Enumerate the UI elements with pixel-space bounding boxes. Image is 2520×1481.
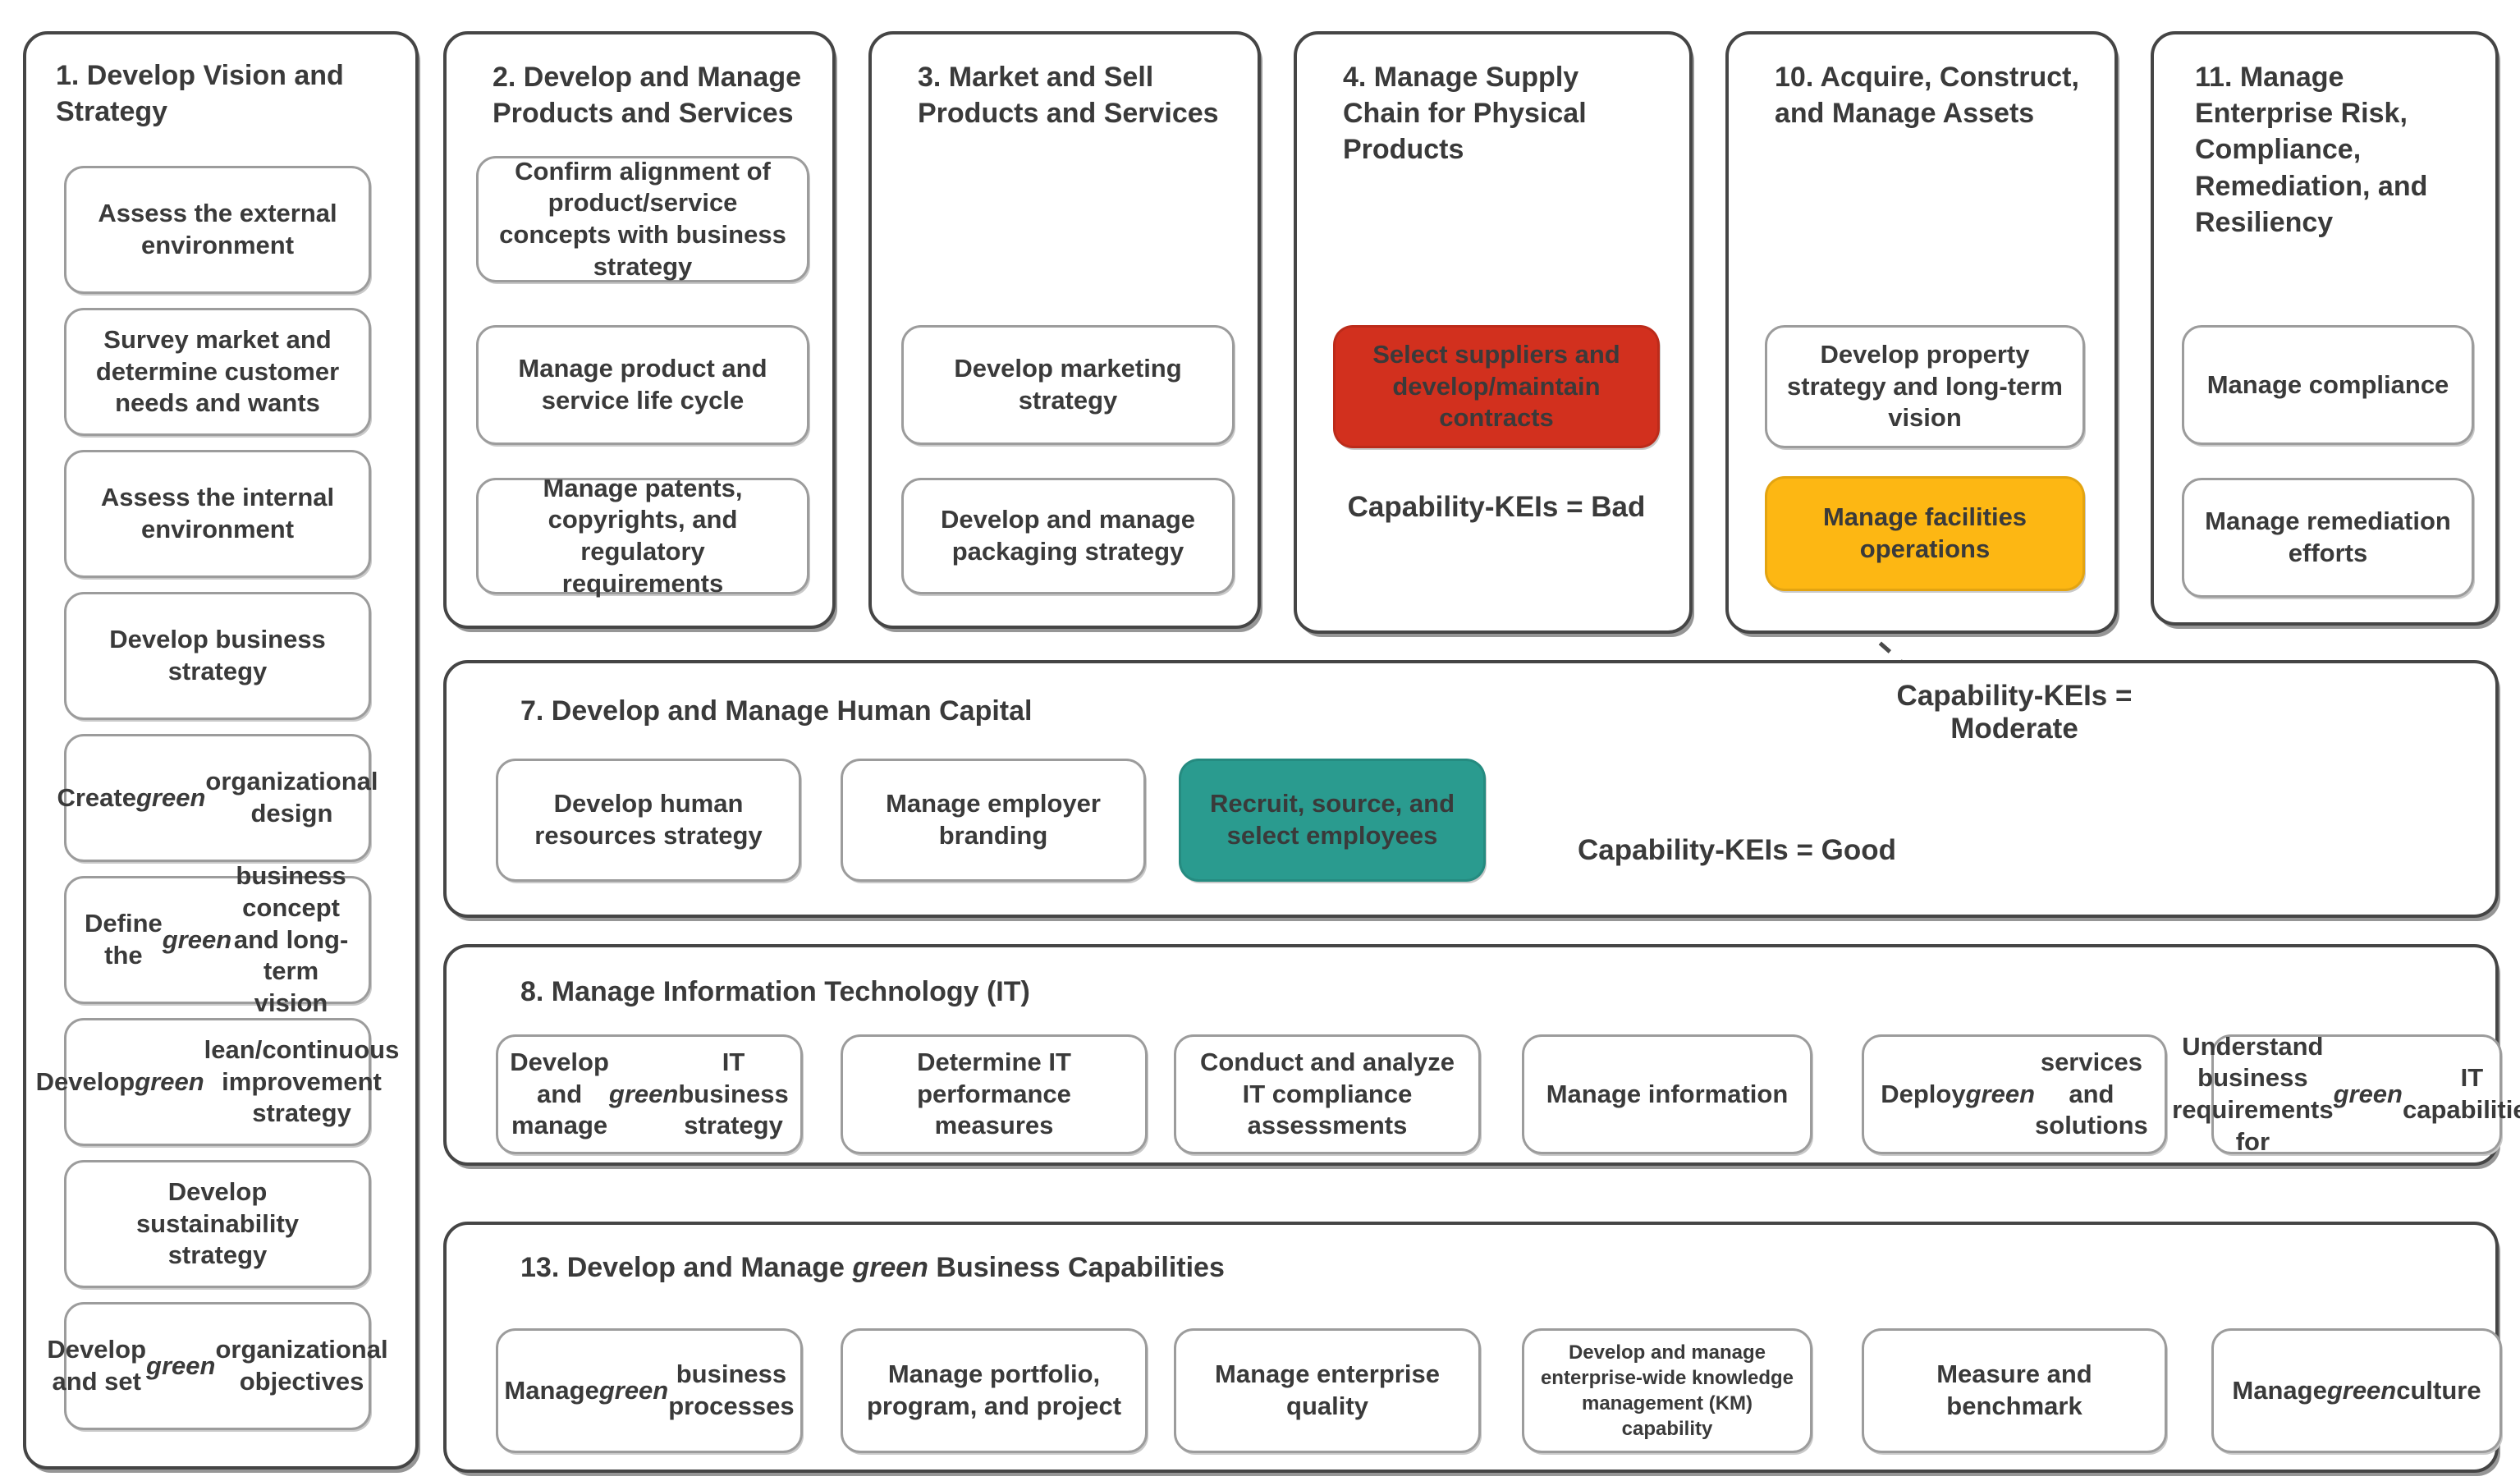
capability-box: Define the green business concept and lo…: [64, 861, 371, 1017]
group-2-develop-and-manage-products-services: 2. Develop and Manage Products and Servi…: [443, 31, 836, 629]
capability-box-bad: Select suppliers and develop/maintain co…: [1333, 325, 1660, 448]
capability-box: Manage employer branding: [841, 759, 1146, 882]
group-title: 13. Develop and Manage green Business Ca…: [520, 1252, 1225, 1283]
group-3-market-and-sell-products-services: 3. Market and Sell Products and Services…: [868, 31, 1261, 629]
group-13-develop-manage-green-business-capabilities: 13. Develop and Manage green Business Ca…: [443, 1222, 2502, 1473]
capability-box: Measure and benchmark: [1862, 1328, 2167, 1453]
capability-box-moderate: Manage facilities operations: [1765, 476, 2085, 591]
capability-box: Determine IT performance measures: [841, 1034, 1148, 1154]
capability-box: Confirm alignment of product/service con…: [476, 156, 809, 282]
group-8-manage-information-technology: 8. Manage Information Technology (IT) De…: [443, 944, 2520, 1166]
group-title: 2. Develop and Manage Products and Servi…: [493, 62, 801, 130]
group-1-develop-vision-and-strategy: 1. Develop Vision and Strategy Assess th…: [23, 31, 419, 1470]
capability-box: Survey market and determine customer nee…: [64, 308, 371, 436]
capability-box: Manage compliance: [2182, 325, 2474, 445]
capability-box: Manage green business processes: [496, 1328, 803, 1453]
group-title: 4. Manage Supply Chain for Physical Prod…: [1343, 62, 1587, 166]
capability-box: Develop sustainability strategy: [64, 1160, 371, 1288]
capability-box: Manage patents, copyrights, and regulato…: [476, 474, 809, 598]
capability-box: Assess the external environment: [64, 166, 371, 294]
capability-box: Develop and set green organizational obj…: [47, 1302, 388, 1430]
capability-box: Develop green lean/continuous improvemen…: [36, 1018, 399, 1146]
capability-box: Develop human resources strategy: [496, 759, 801, 882]
group-7-develop-and-manage-human-capital: 7. Develop and Manage Human Capital Deve…: [443, 660, 2499, 918]
capability-box: Develop marketing strategy: [901, 325, 1235, 445]
capability-box: Manage portfolio, program, and project: [841, 1328, 1148, 1453]
capability-box-good: Recruit, source, and select employees: [1179, 759, 1486, 882]
capability-box: Conduct and analyze IT compliance assess…: [1174, 1034, 1481, 1154]
legend-good-label: Capability-KEIs = Good: [1578, 834, 1896, 866]
group-title: 3. Market and Sell Products and Services: [918, 62, 1219, 130]
capability-box: Manage remediation efforts: [2182, 478, 2474, 598]
capability-box: Manage product and service life cycle: [476, 325, 809, 445]
capability-box: Develop and manage green IT business str…: [496, 1034, 803, 1154]
group-11-manage-enterprise-risk: 11. Manage Enterprise Risk, Compliance, …: [2151, 31, 2499, 626]
legend-moderate-label: Capability-KEIs = Moderate: [1896, 680, 2133, 745]
capability-box: Create green organizational design: [57, 734, 378, 862]
group-4-manage-supply-chain: 4. Manage Supply Chain for Physical Prod…: [1294, 31, 1693, 634]
group-title: 7. Develop and Manage Human Capital: [520, 695, 1033, 727]
capability-box: Develop property strategy and long-term …: [1765, 325, 2085, 448]
capability-box: Deploy green services and solutions: [1862, 1034, 2167, 1154]
capability-box: Understand business requirements for gre…: [2172, 1031, 2520, 1156]
group-10-acquire-construct-manage-assets: 10. Acquire, Construct, and Manage Asset…: [1725, 31, 2118, 634]
capability-box: Manage green culture: [2211, 1328, 2502, 1453]
capability-box: Develop and manage enterprise-wide knowl…: [1522, 1328, 1812, 1453]
capability-box: Develop business strategy: [64, 592, 371, 720]
legend-bad-label: Capability-KEIs = Bad: [1347, 491, 1646, 523]
group-title: 10. Acquire, Construct, and Manage Asset…: [1775, 62, 2079, 130]
group-title: 8. Manage Information Technology (IT): [520, 976, 1030, 1007]
capability-box: Assess the internal environment: [64, 450, 371, 578]
capability-box: Develop and manage packaging strategy: [901, 478, 1235, 594]
group-title: 11. Manage Enterprise Risk, Compliance, …: [2195, 62, 2428, 238]
capability-box: Manage information: [1522, 1034, 1812, 1154]
capability-box: Manage enterprise quality: [1174, 1328, 1481, 1453]
group-title: 1. Develop Vision and Strategy: [56, 60, 344, 128]
